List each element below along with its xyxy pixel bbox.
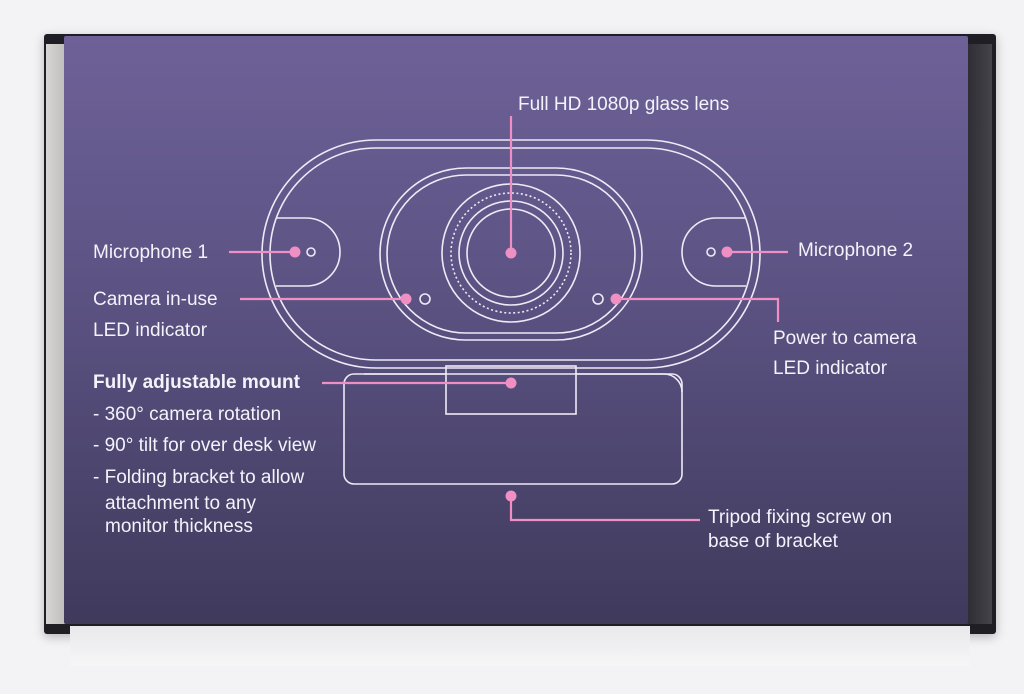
microphone-1-hole bbox=[306, 247, 316, 257]
tripod-label-line2: base of bracket bbox=[708, 531, 838, 552]
microphone-2-pod bbox=[681, 217, 746, 287]
mount-callout-dot bbox=[505, 377, 517, 389]
mount-feature-bracket-cont1: attachment to any bbox=[105, 493, 257, 514]
box-bottom-edge bbox=[70, 626, 970, 666]
tripod-callout-line bbox=[509, 496, 700, 522]
camera-led-outline bbox=[419, 293, 431, 305]
callout-lines bbox=[229, 116, 788, 522]
lens-label: Full HD 1080p glass lens bbox=[518, 94, 730, 115]
lens-knurled-ring bbox=[450, 192, 572, 314]
mic1-callout-dot bbox=[289, 246, 301, 258]
microphone-2-hole bbox=[706, 247, 716, 257]
mic1-label: Microphone 1 bbox=[93, 242, 209, 263]
tripod-callout-dot bbox=[505, 490, 517, 502]
microphone-1-pod bbox=[276, 217, 341, 287]
power-led-callout-line bbox=[616, 297, 780, 322]
mount-feature-bracket: - Folding bracket to allow bbox=[93, 467, 305, 488]
mount-hinge-outline bbox=[445, 365, 577, 415]
camera-led-label-line2: LED indicator bbox=[93, 320, 208, 341]
bracket-base-outline bbox=[343, 373, 683, 485]
power-led-label-line2: LED indicator bbox=[773, 358, 888, 379]
lens-callout-dot bbox=[505, 247, 517, 259]
callout-dots bbox=[289, 246, 733, 502]
mount-feature-bracket-cont2: monitor thickness bbox=[105, 516, 253, 537]
power-led-callout-dot bbox=[610, 293, 622, 305]
camera-led-callout-dot bbox=[400, 293, 412, 305]
camera-led-label-line1: Camera in-use bbox=[93, 289, 218, 310]
power-led-outline bbox=[592, 293, 604, 305]
mic2-callout-dot bbox=[721, 246, 733, 258]
box-face bbox=[64, 36, 968, 624]
mount-feature-tilt: - 90° tilt for over desk view bbox=[93, 435, 317, 456]
mount-feature-rotation: - 360° camera rotation bbox=[93, 404, 282, 425]
power-led-label-line1: Power to camera bbox=[773, 328, 917, 349]
mic2-label: Microphone 2 bbox=[798, 240, 914, 261]
mount-heading: Fully adjustable mount bbox=[93, 372, 300, 393]
tripod-label-line1: Tripod fixing screw on bbox=[708, 507, 893, 528]
